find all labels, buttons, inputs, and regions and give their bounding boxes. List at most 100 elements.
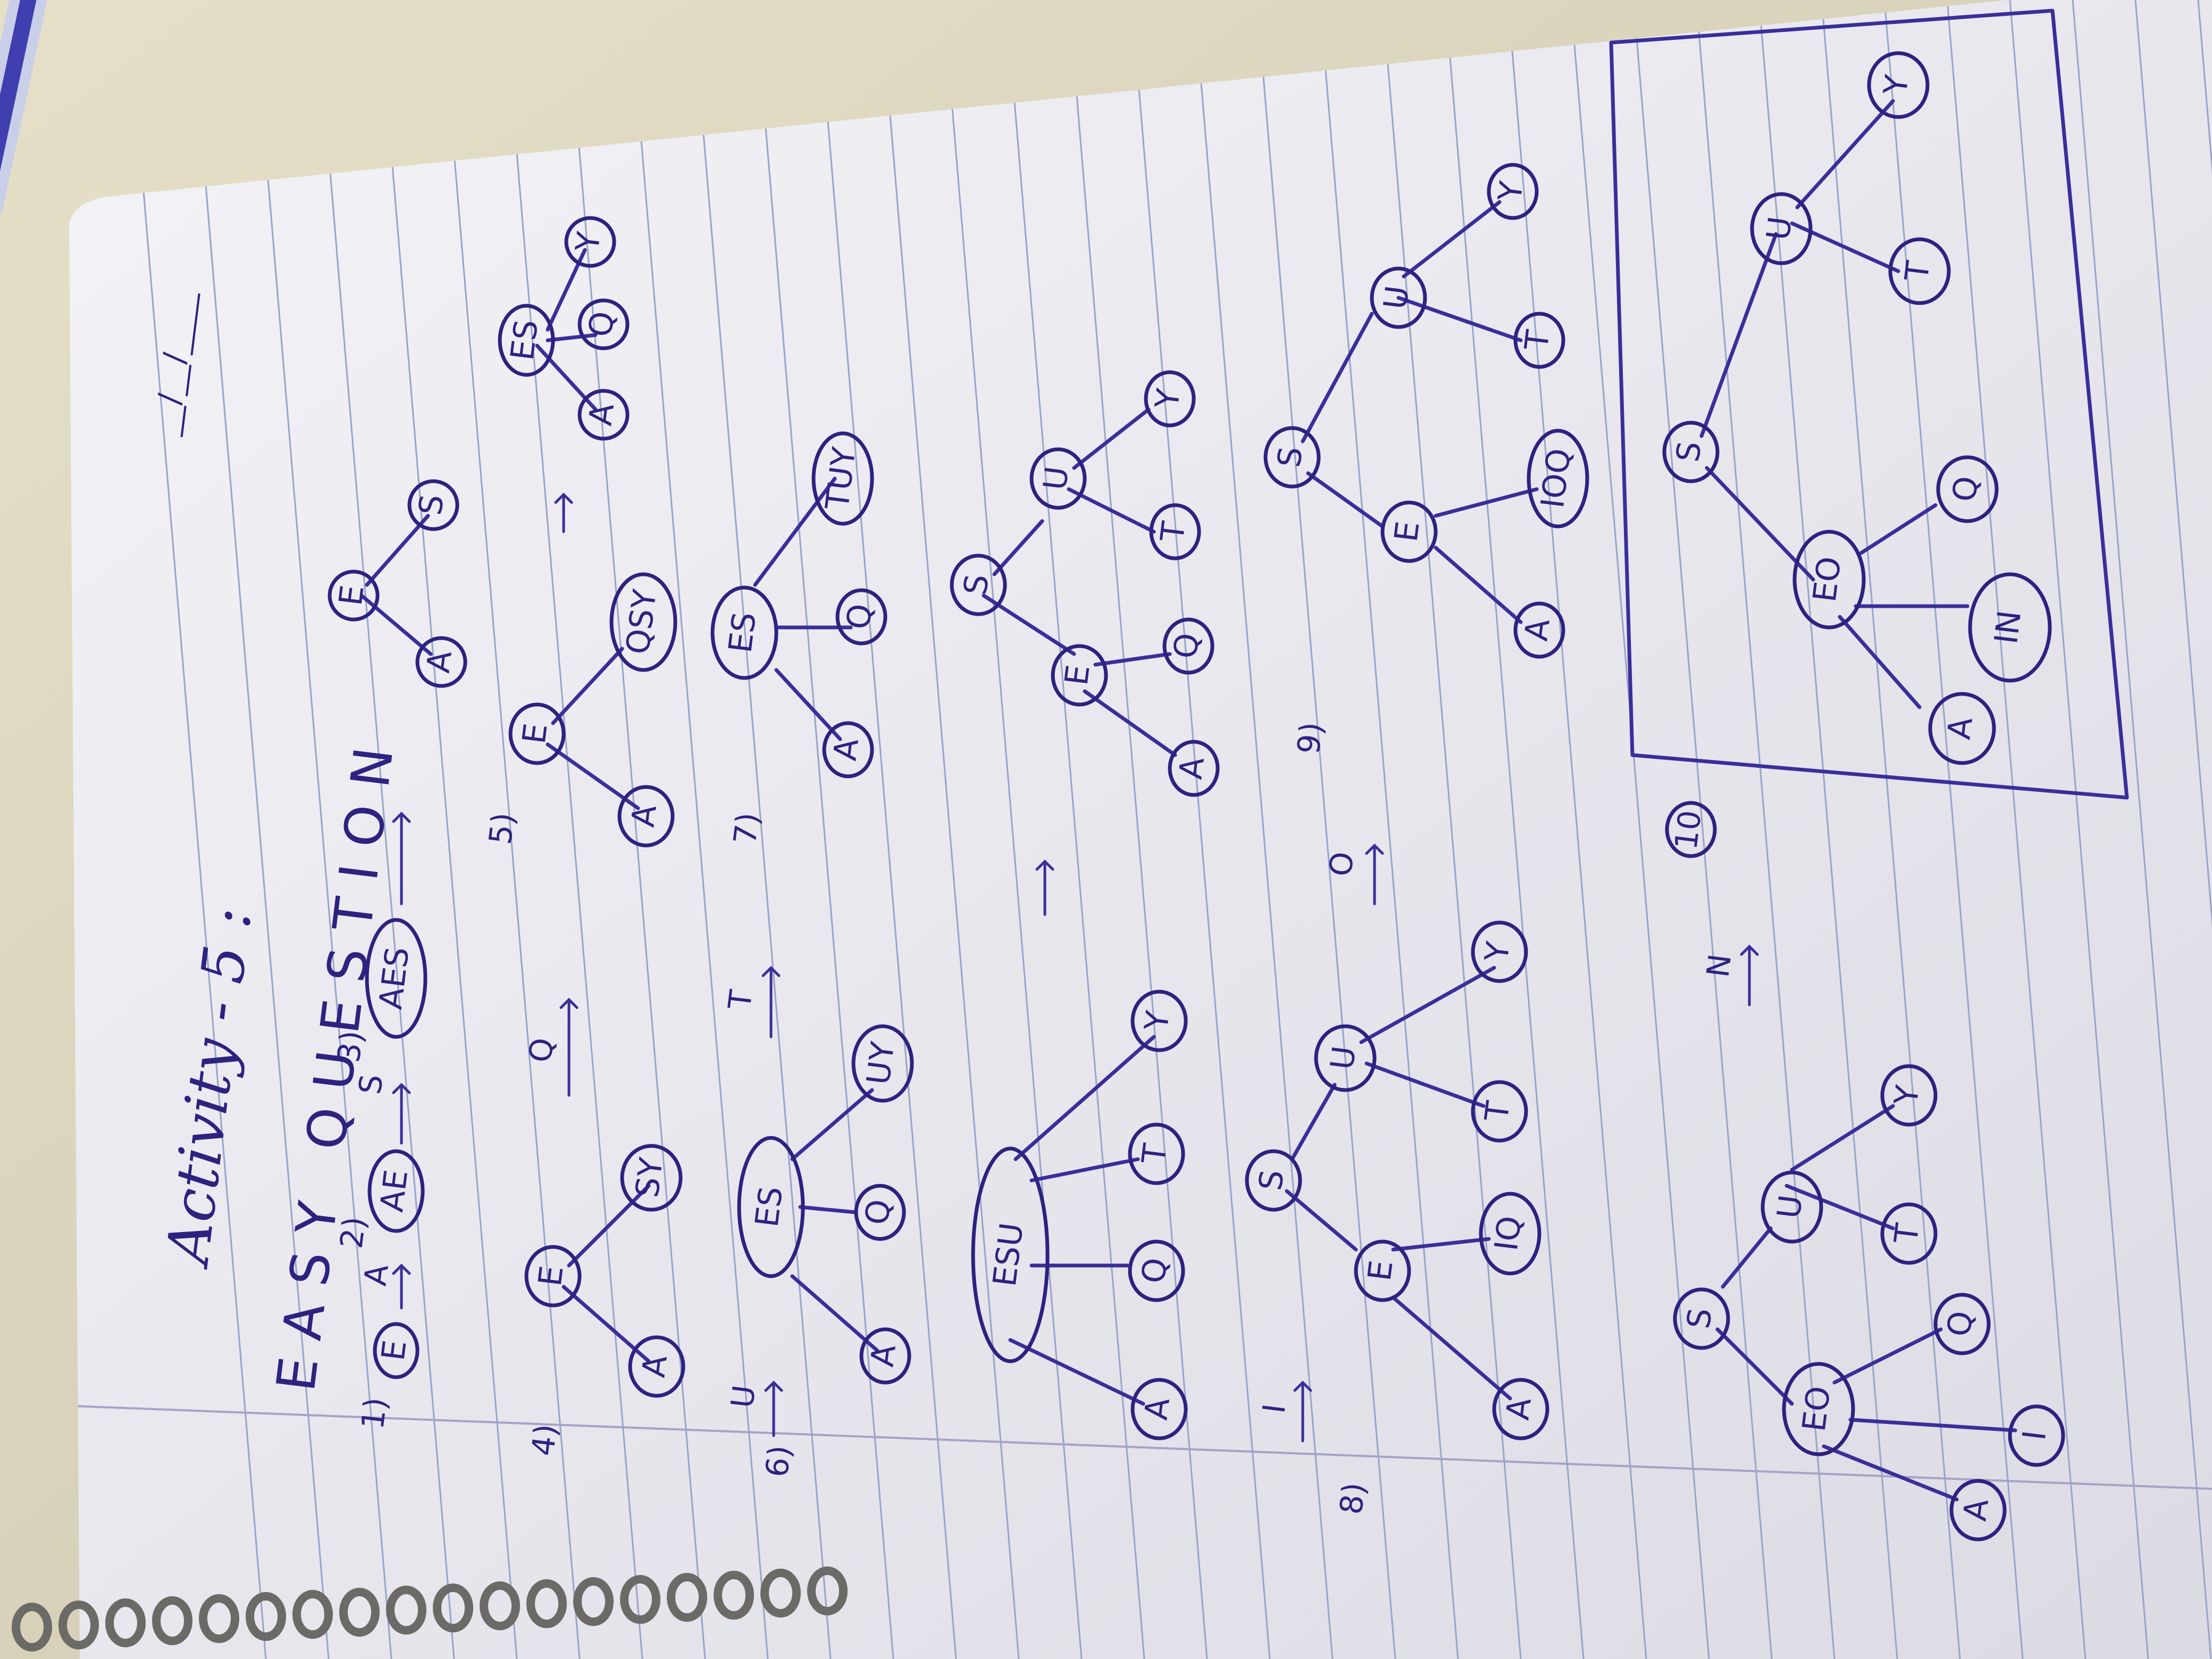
ruled-line — [1068, 0, 1208, 1659]
ruled-line — [1695, 0, 1836, 1659]
ruled-line — [566, 0, 706, 1659]
spiral-coil — [480, 1581, 520, 1630]
svg-text:U: U — [1323, 1044, 1363, 1072]
spiral-coil — [292, 1590, 333, 1639]
svg-text:S: S — [1271, 445, 1310, 469]
ruled-line — [1444, 0, 1585, 1659]
node-Q — [577, 298, 630, 350]
node-Y — [1867, 51, 1930, 119]
node-S — [407, 479, 459, 531]
node-T — [1471, 1080, 1528, 1143]
spiral-coil — [620, 1575, 660, 1624]
node-T — [1888, 237, 1951, 305]
node-A — [859, 1327, 911, 1385]
svg-text:ES: ES — [722, 610, 764, 655]
svg-text:Q: Q — [858, 1197, 898, 1227]
node-ES — [710, 585, 778, 680]
ruled-line — [1632, 0, 1773, 1659]
svg-text:Y: Y — [1478, 940, 1518, 964]
spiral-coil — [714, 1571, 754, 1620]
node-Y — [1144, 370, 1196, 428]
node-S — [1245, 1149, 1302, 1212]
spiral-coil — [58, 1601, 99, 1649]
svg-text:AE: AE — [373, 1168, 415, 1214]
node-E — [1354, 1239, 1411, 1302]
ruled-line — [1883, 0, 2024, 1659]
ruled-line — [440, 0, 581, 1659]
pen-object — [0, 0, 48, 214]
svg-text:A: A — [357, 1262, 395, 1288]
svg-text:6): 6) — [758, 1443, 798, 1479]
svg-text:A: A — [1518, 617, 1557, 643]
svg-text:2): 2) — [333, 1214, 373, 1250]
svg-text:O: O — [1322, 850, 1361, 878]
ruled-lines — [69, 0, 2212, 1659]
svg-text:E: E — [532, 1263, 571, 1288]
step-label: 1) — [354, 1395, 394, 1431]
node-AE — [367, 1149, 425, 1233]
svg-text:QSY: QSY — [619, 587, 664, 656]
node-QSY — [609, 572, 677, 672]
node-T — [1128, 1122, 1185, 1185]
svg-text:T: T — [1154, 520, 1193, 544]
svg-text:10: 10 — [1668, 808, 1708, 852]
svg-text:A: A — [635, 1353, 674, 1379]
node-E — [1380, 500, 1438, 563]
ruled-line — [1256, 0, 1396, 1659]
node-EO — [1792, 530, 1866, 630]
node-A — [577, 389, 630, 441]
svg-text:ESU: ESU — [986, 1221, 1031, 1289]
svg-text:S: S — [957, 572, 996, 597]
ruled-line — [1758, 0, 1898, 1659]
ruled-line — [1507, 0, 1647, 1659]
node-ES — [498, 304, 555, 377]
node-Y — [564, 216, 616, 268]
spiral-coil — [339, 1588, 380, 1637]
spiral-coil — [386, 1586, 426, 1635]
svg-text:U: U — [1770, 1193, 1810, 1221]
svg-text:A: A — [1956, 1497, 1996, 1523]
svg-text:N: N — [1699, 952, 1738, 979]
spiral-coil — [105, 1598, 146, 1647]
spiral-coil — [760, 1569, 801, 1618]
svg-text:Y: Y — [1492, 179, 1531, 204]
node-Q — [1162, 617, 1214, 675]
ruled-line — [315, 0, 455, 1659]
svg-text:UY: UY — [860, 1040, 902, 1087]
ruled-line — [1130, 0, 1271, 1659]
ruled-line — [378, 0, 518, 1659]
spiral-coil — [433, 1583, 473, 1632]
node-IQ — [1479, 1192, 1541, 1276]
svg-text:T: T — [721, 988, 759, 1012]
node-A — [822, 721, 874, 778]
spiral-binding — [12, 1566, 848, 1652]
node-UY — [851, 1024, 914, 1103]
svg-text:Y: Y — [1138, 1009, 1177, 1033]
node-Q — [854, 1184, 906, 1241]
svg-text:Y: Y — [569, 230, 608, 254]
spiral-coil — [573, 1577, 614, 1626]
node-Y — [1471, 920, 1528, 983]
ruled-line — [754, 0, 894, 1659]
ruled-line — [252, 0, 392, 1659]
ruled-line — [127, 0, 267, 1659]
svg-text:EO: EO — [1806, 555, 1849, 604]
node-S — [1263, 426, 1321, 489]
svg-text:A: A — [1172, 755, 1211, 781]
node-TUY — [811, 431, 874, 526]
svg-text:Q: Q — [582, 309, 622, 339]
node-AES — [365, 918, 428, 1039]
ruled-line — [1946, 0, 2087, 1659]
svg-text:A: A — [1137, 1396, 1177, 1422]
svg-text:5): 5) — [482, 810, 522, 846]
ruled-line — [1319, 0, 1459, 1659]
svg-text:Y: Y — [1877, 73, 1916, 97]
node-Q — [1128, 1239, 1185, 1302]
node-E — [373, 1322, 420, 1379]
svg-text:S: S — [1670, 439, 1709, 464]
node-U — [1029, 447, 1087, 510]
svg-text:4): 4) — [524, 1422, 564, 1457]
svg-text:ES: ES — [504, 318, 546, 363]
svg-text:Y: Y — [1149, 387, 1188, 411]
